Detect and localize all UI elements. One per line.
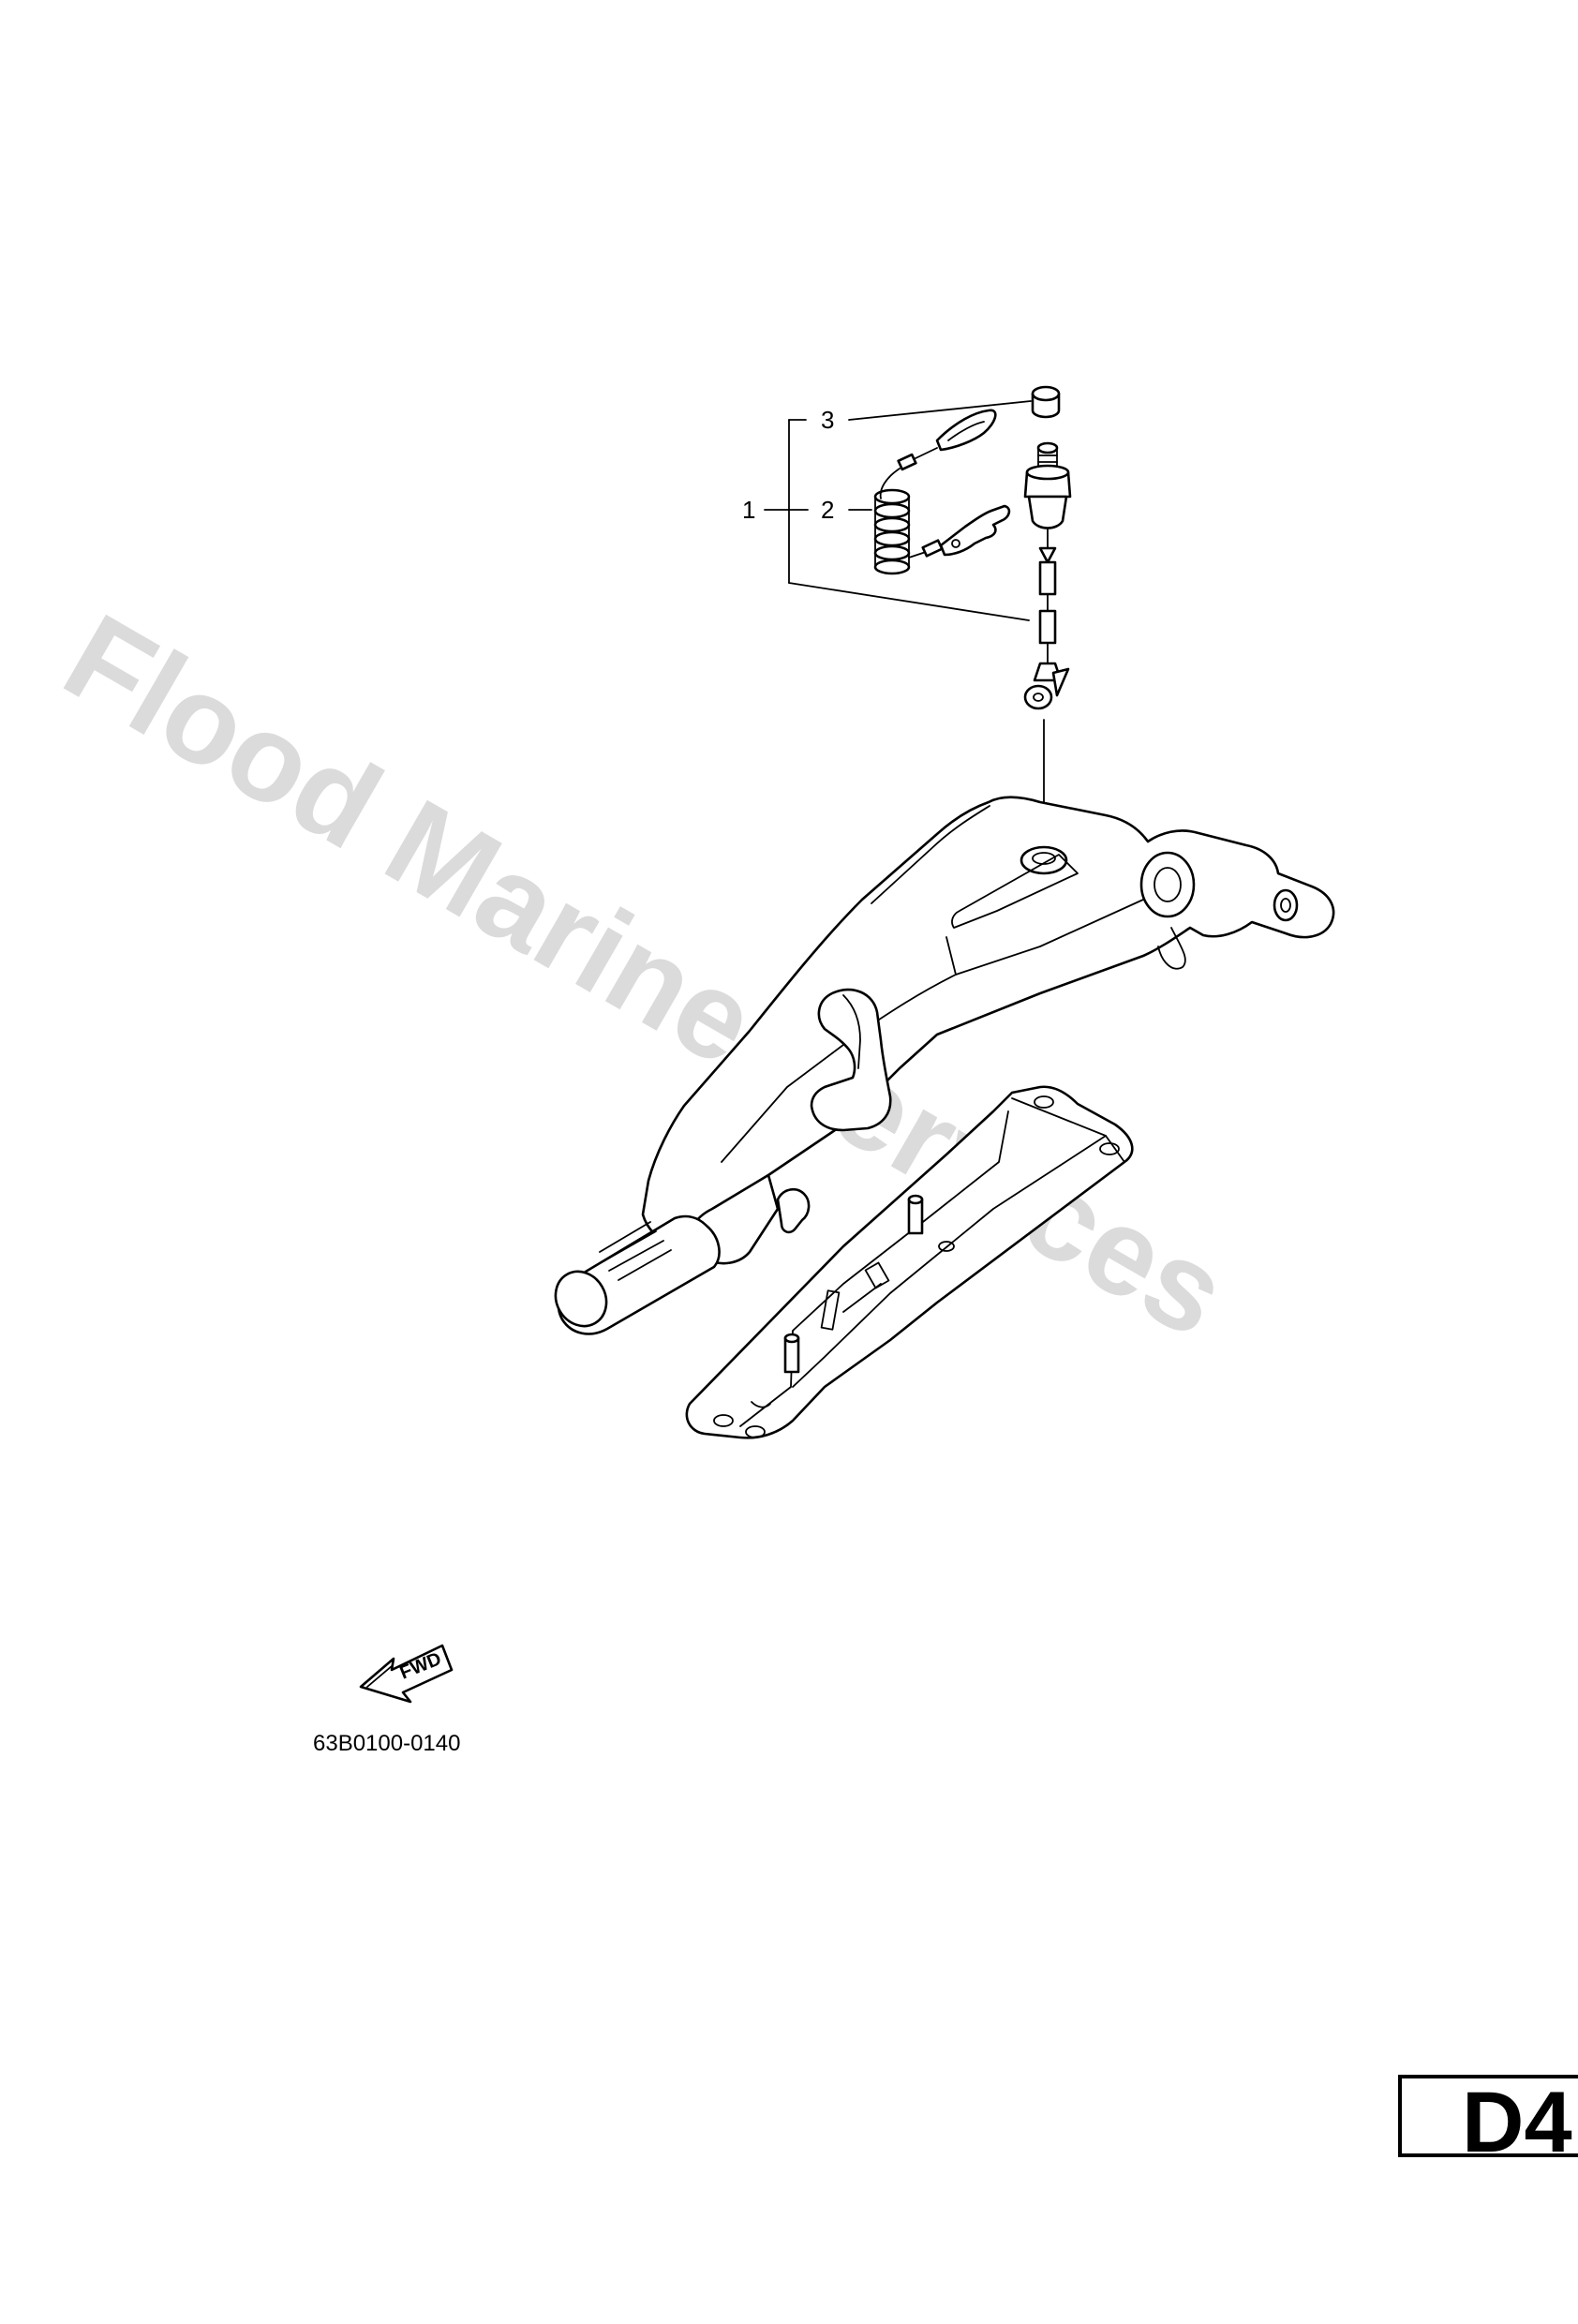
bottom-cover-plate bbox=[685, 1085, 1134, 1439]
page-label: D4 bbox=[1462, 2075, 1572, 2170]
fwd-arrow-icon bbox=[359, 1644, 454, 1704]
coil-cord bbox=[873, 488, 911, 575]
callout-number-3: 3 bbox=[821, 406, 834, 434]
tiller-handle bbox=[554, 796, 1335, 1335]
callout-number-2: 2 bbox=[821, 496, 834, 524]
cap-part-3 bbox=[1031, 385, 1061, 419]
stop-switch-part-1 bbox=[1023, 441, 1072, 856]
callout-number-1: 1 bbox=[742, 496, 755, 524]
callout-bracket bbox=[764, 400, 1032, 621]
page-label-box bbox=[1398, 2075, 1578, 2157]
lanyard-part-2 bbox=[873, 409, 1011, 575]
part-code: 63B0100-0140 bbox=[313, 1731, 460, 1756]
